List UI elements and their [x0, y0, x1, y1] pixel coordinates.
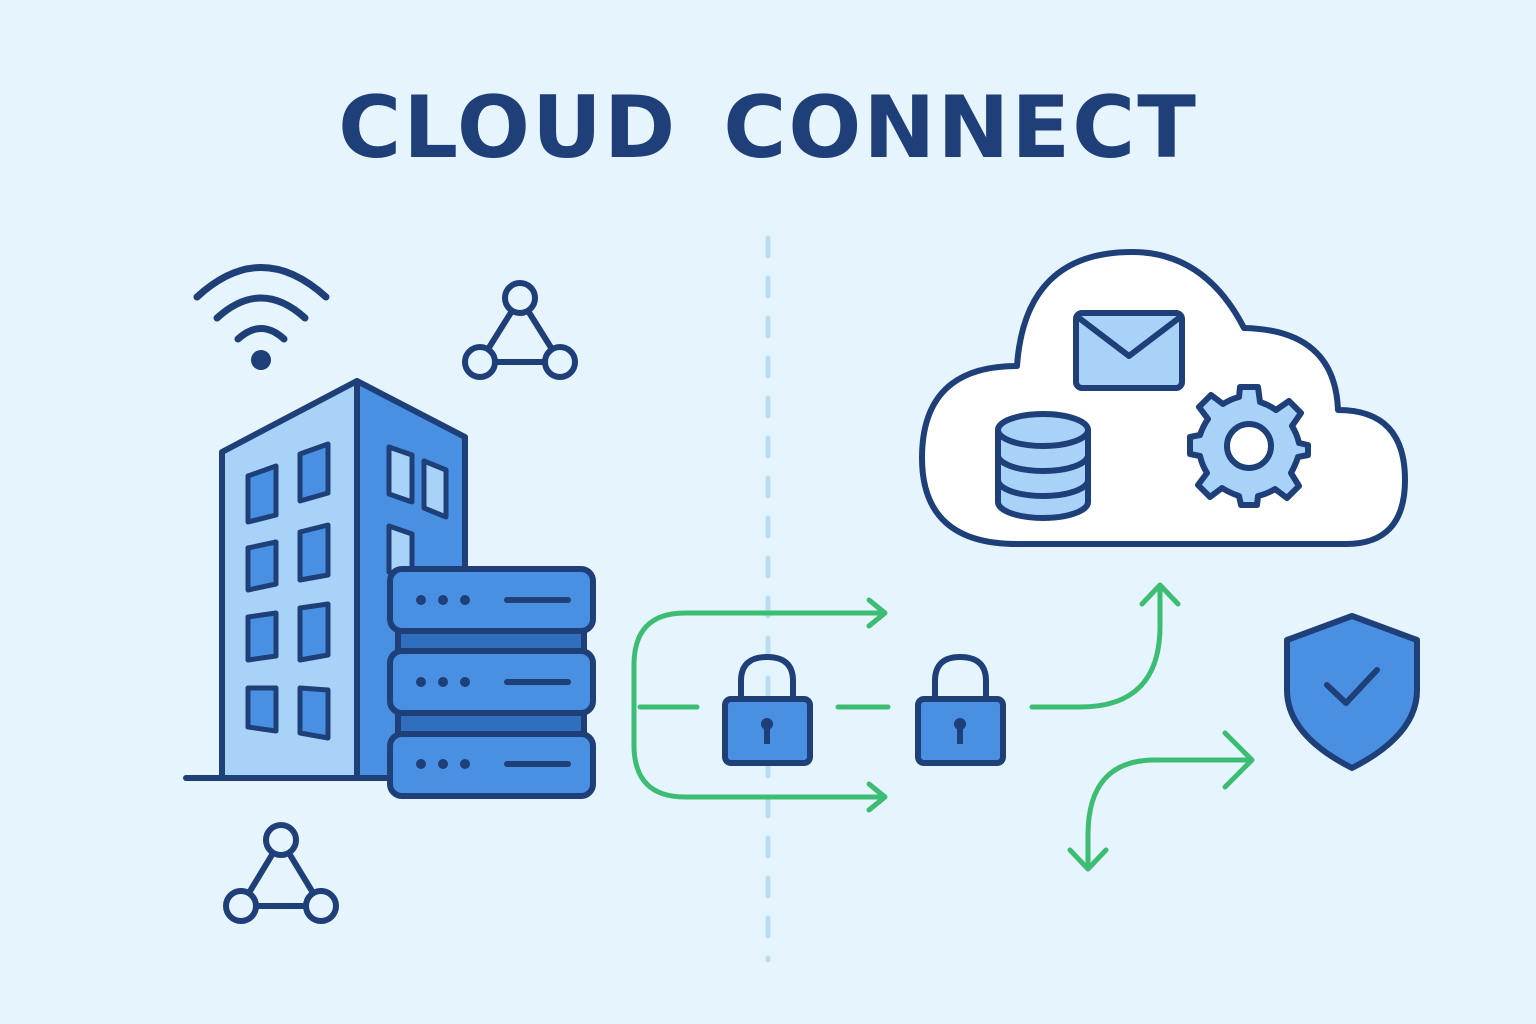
email-icon — [1073, 310, 1185, 391]
wifi-icon — [193, 264, 330, 370]
padlock-icon — [722, 653, 813, 766]
page-title: CLOUD CONNECT — [338, 78, 1198, 178]
server-unit — [387, 566, 596, 634]
server-unit — [387, 648, 596, 716]
shield-check-icon — [1284, 613, 1420, 771]
network-triangle-icon — [223, 822, 339, 924]
padlock-icon — [915, 653, 1006, 766]
network-triangle-icon — [462, 280, 578, 380]
data-flow-arrows — [631, 582, 1255, 872]
cloud-icon — [919, 249, 1408, 547]
gear-icon — [1187, 384, 1311, 508]
server-unit — [387, 731, 596, 799]
server-stack-icon — [387, 566, 596, 799]
database-icon — [995, 411, 1091, 521]
